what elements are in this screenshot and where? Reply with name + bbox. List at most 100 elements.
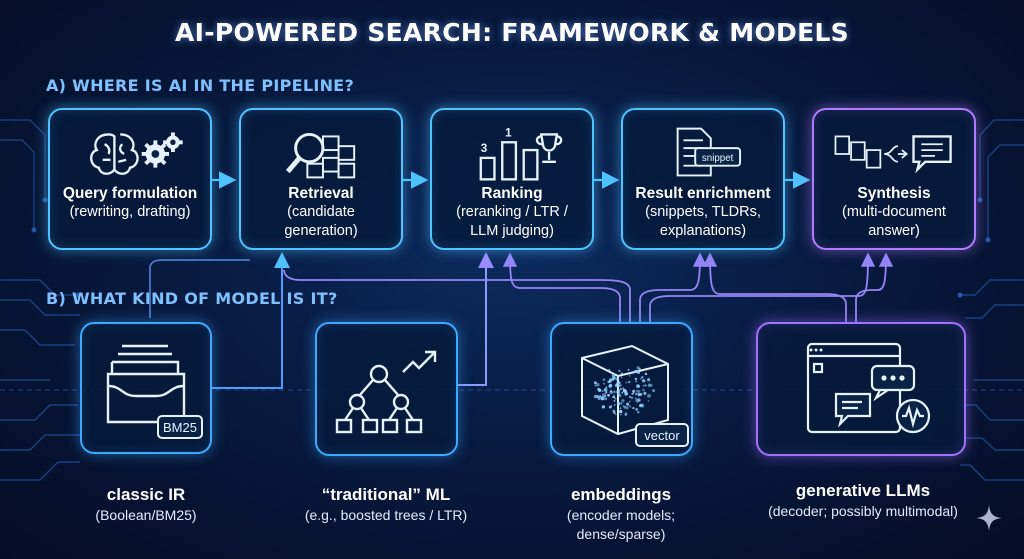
vector-point (617, 402, 621, 406)
vector-point (620, 402, 622, 404)
link-llm-to-synthesis (856, 256, 886, 322)
stage-desc: (snippets, TLDRs, explanations) (627, 203, 779, 241)
vector-point (616, 382, 620, 386)
vector-point (603, 378, 606, 381)
vector-point (643, 385, 645, 387)
vector-point (609, 406, 612, 409)
sparkle-icon (974, 503, 1004, 533)
vector-point (603, 383, 605, 385)
model-name: classic IR (56, 484, 236, 506)
vector-point (629, 405, 631, 407)
vector-point (609, 384, 612, 387)
vector-point (636, 384, 640, 388)
vector-point (632, 407, 634, 409)
vector-point (604, 397, 607, 400)
vector-point (635, 408, 638, 411)
podium-trophy-icon: 3 1 (432, 120, 592, 186)
vector-point (615, 398, 617, 400)
link-embeddings-to-synthesis (650, 256, 868, 322)
stage-name: Query formulation (54, 184, 206, 203)
model-traditional-ml (315, 322, 458, 456)
magnifier-cubes-icon (241, 120, 401, 186)
vector-point (597, 388, 600, 391)
vector-point (604, 388, 608, 392)
vector-point (640, 378, 642, 380)
vector-point (645, 373, 647, 375)
stage-retrieval: Retrieval (candidate generation) (239, 108, 403, 250)
stage-result-enrichment: snippet Result enrichment (snippets, TLD… (621, 108, 785, 250)
stage-desc: (rewriting, drafting) (54, 203, 206, 222)
documents-merge-chat-icon (814, 120, 974, 186)
model-desc: (decoder; possibly multimodal) (746, 502, 980, 521)
vector-point (644, 384, 646, 386)
stage-desc: (candidate generation) (245, 203, 397, 241)
model-name: embeddings (536, 484, 706, 506)
podium-number-3: 3 (481, 142, 488, 155)
vector-point (613, 391, 616, 394)
vector-point (632, 390, 635, 393)
vector-point (613, 410, 616, 413)
vector-point (637, 398, 640, 401)
link-embeddings-to-retrieval (284, 270, 630, 322)
model-name: generative LLMs (746, 480, 980, 502)
vector-point (614, 404, 616, 406)
stage-desc: (reranking / LTR / LLM judging) (436, 203, 588, 241)
vector-point (643, 392, 646, 395)
model-classic-ir: BM25 (80, 322, 212, 454)
vector-point (638, 393, 640, 395)
vector-point (607, 381, 609, 383)
vector-point (628, 369, 630, 371)
vector-point (641, 376, 643, 378)
vector-point (619, 410, 622, 413)
link-embeddings-to-enrichment (640, 256, 700, 322)
vector-point (615, 414, 617, 416)
vector-point (626, 406, 629, 409)
vector-point (635, 398, 637, 400)
stage-name: Retrieval (245, 184, 397, 203)
vector-point (648, 400, 650, 402)
vector-point (626, 403, 629, 406)
vector-point (650, 384, 652, 386)
stage-ranking: 3 1 Ranking (reranking / LTR / LLM judgi… (430, 108, 594, 250)
vector-point (604, 395, 606, 397)
link-to-query (150, 260, 250, 318)
vector-point (625, 382, 627, 384)
vector-point (642, 379, 645, 382)
stage-query-formulation: Query formulation (rewriting, drafting) (48, 108, 212, 250)
model-desc: (Boolean/BM25) (56, 506, 236, 525)
stage-name: Result enrichment (627, 184, 779, 203)
vector-point (607, 394, 610, 397)
vector-point (601, 397, 604, 400)
vector-point (647, 394, 651, 398)
model-generative-llms (756, 322, 966, 456)
vector-point (621, 372, 623, 374)
bm25-tag: BM25 (163, 420, 197, 435)
vector-cube-icon: vector (552, 324, 691, 454)
vector-point (621, 399, 624, 402)
vector-point (611, 377, 614, 380)
vector-point (610, 391, 613, 394)
vector-point (635, 380, 637, 382)
vector-point (597, 396, 600, 399)
stage-desc: (multi-document answer) (818, 203, 970, 241)
label-traditional-ml: “traditional” ML (e.g., boosted trees / … (286, 484, 486, 525)
stage-name: Synthesis (818, 184, 970, 203)
link-llm-to-enrichment (710, 256, 846, 322)
model-embeddings: vector (550, 322, 693, 456)
file-drawer-icon: BM25 (82, 324, 210, 452)
vector-point (652, 389, 655, 392)
vector-point (616, 377, 619, 380)
vector-point (620, 414, 622, 416)
vector-point (631, 371, 634, 374)
vector-point (642, 389, 645, 392)
document-snippet-icon: snippet (623, 120, 783, 186)
vector-point (629, 401, 631, 403)
brain-gears-icon (50, 120, 210, 186)
vector-point (614, 400, 616, 402)
vector-point (605, 392, 607, 394)
model-desc: (e.g., boosted trees / LTR) (286, 506, 486, 525)
vector-point (632, 393, 634, 395)
vector-point (594, 381, 597, 384)
